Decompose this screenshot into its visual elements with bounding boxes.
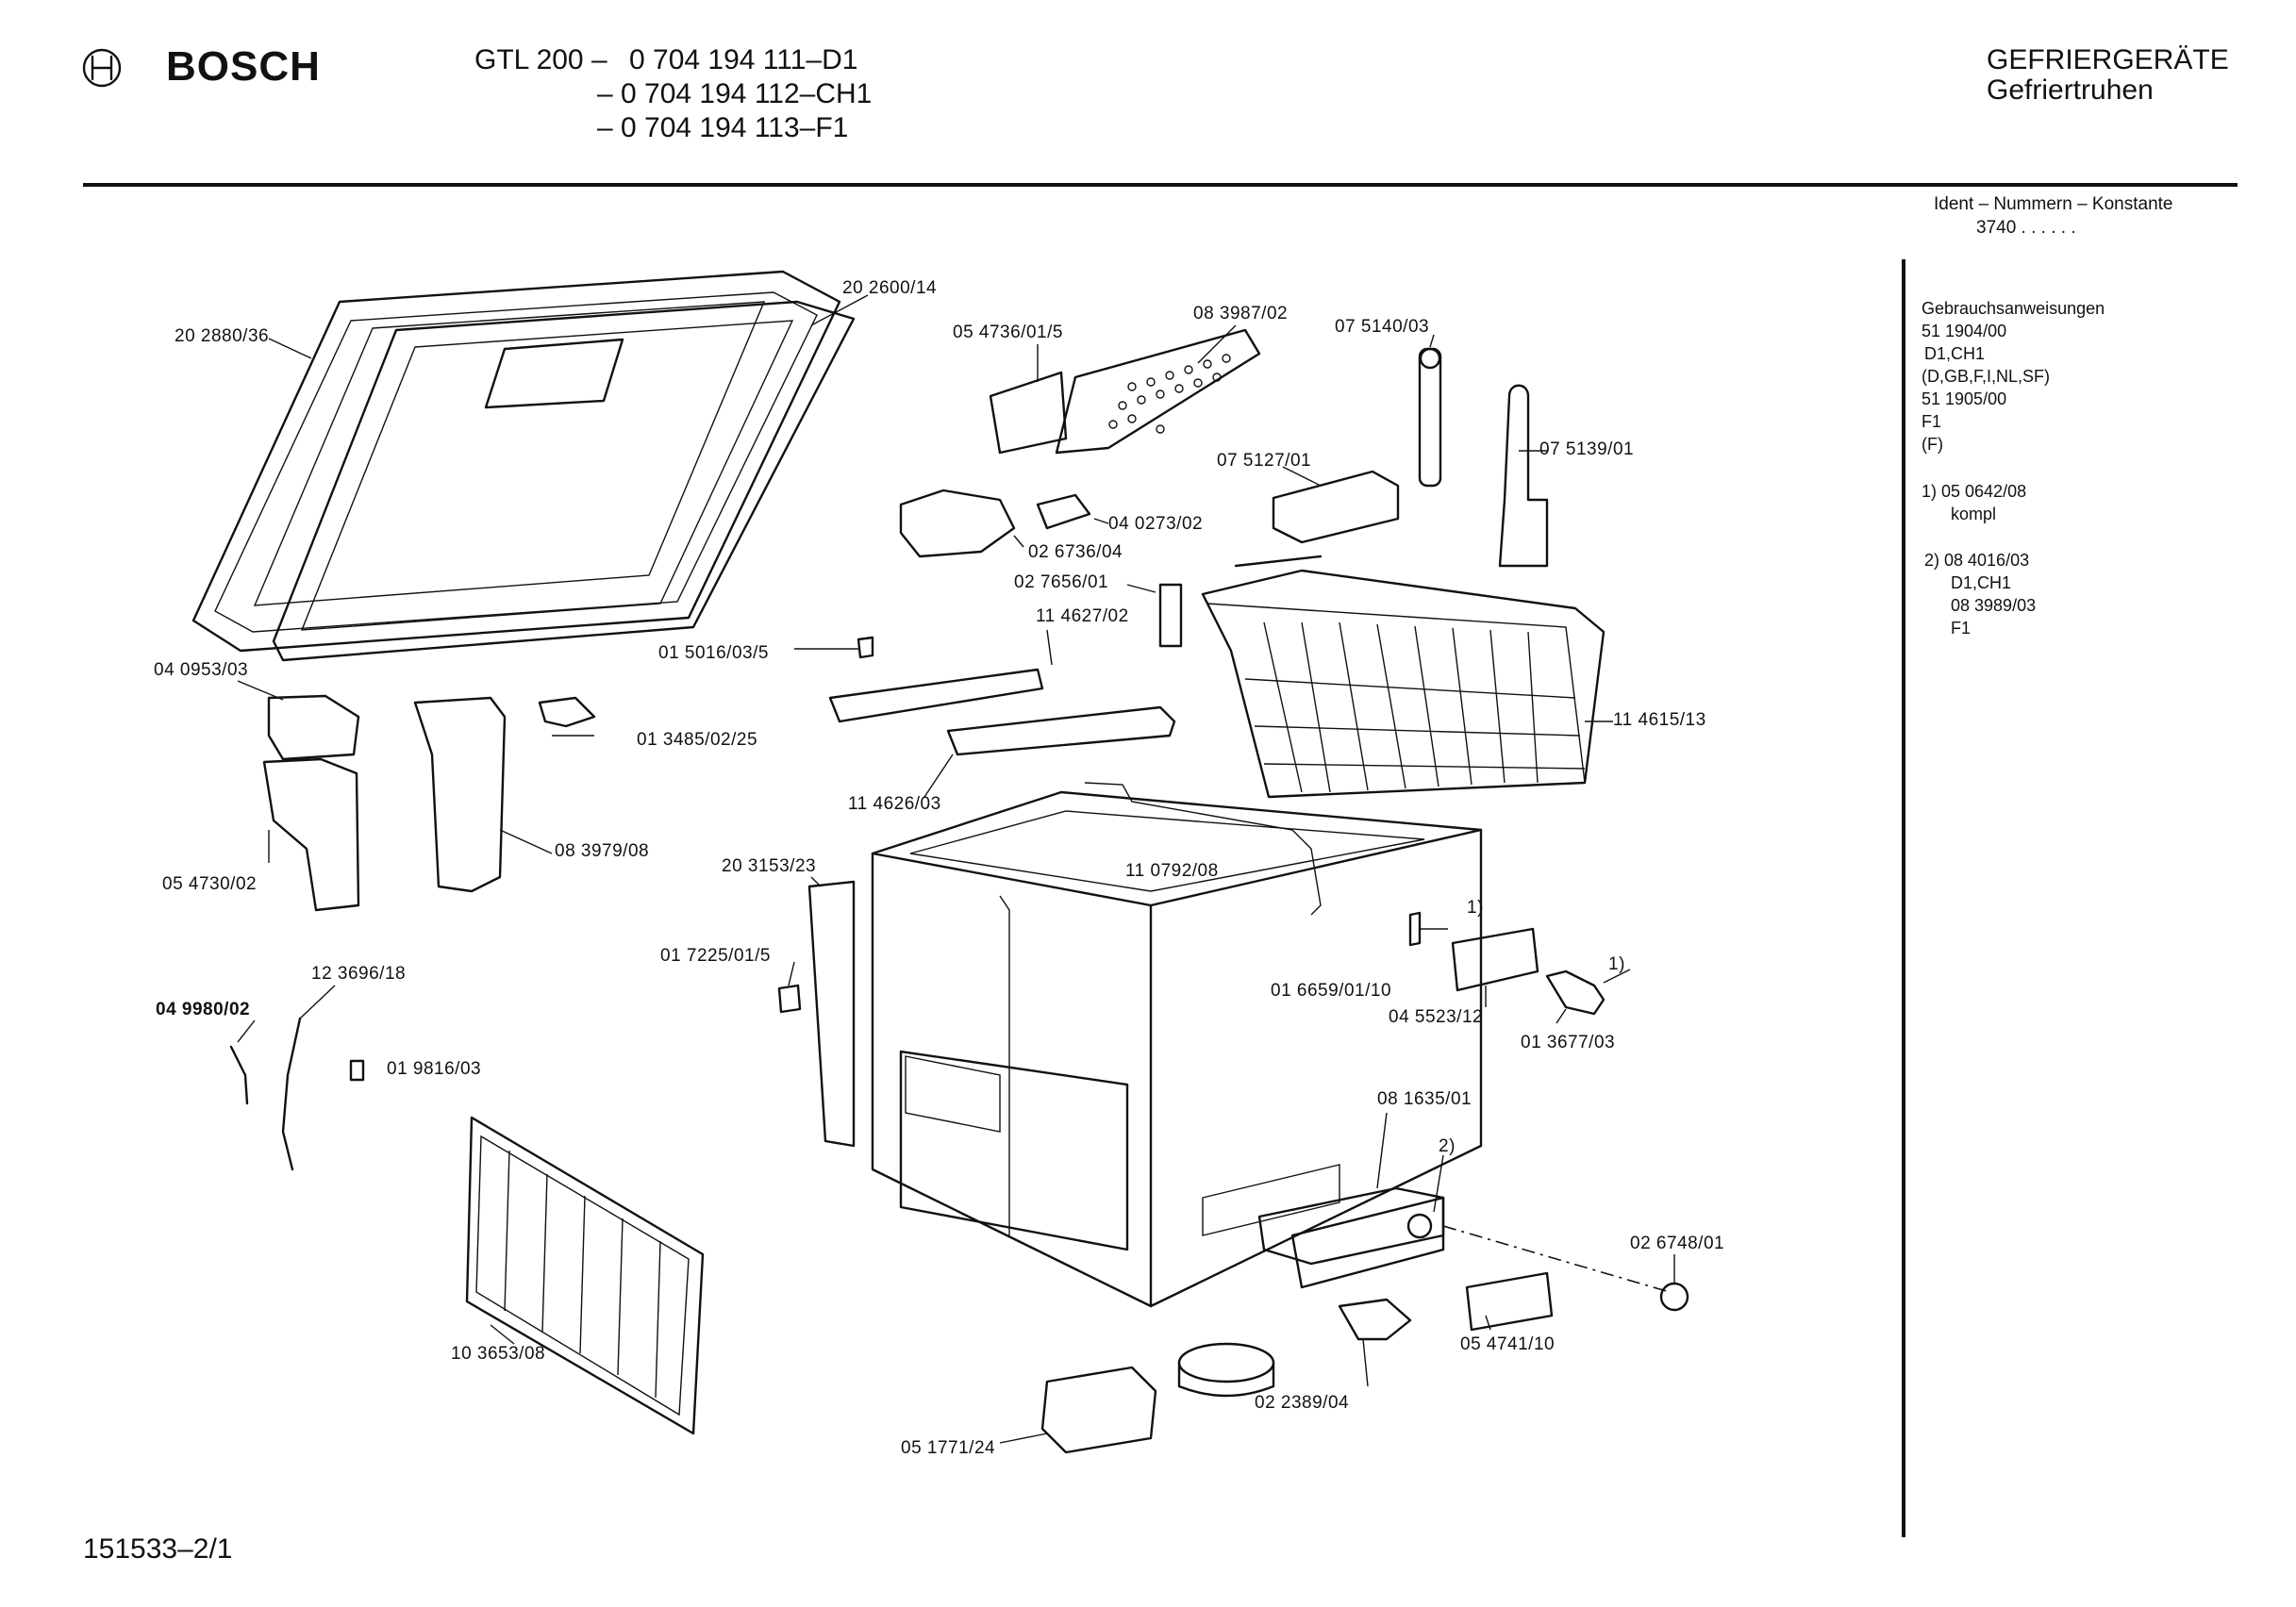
indicator-set-05-4741 <box>1465 1271 1554 1332</box>
sidebar-line: 2) 08 4016/03 <box>1924 551 2030 570</box>
part-label: 01 6659/01/10 <box>1271 981 1392 1001</box>
part-label: 07 5127/01 <box>1217 451 1312 471</box>
lid-gasket-frame <box>191 270 841 653</box>
condenser-grid <box>807 880 856 1148</box>
part-label: 11 4626/03 <box>848 794 941 814</box>
sidebar-line: kompl <box>1951 505 1997 523</box>
sidebar-line: 51 1905/00 <box>1922 389 2007 408</box>
variant-3: – 0 704 194 113–F1 <box>597 112 849 143</box>
thermometer-icon <box>1418 347 1442 488</box>
part-label: 04 0953/03 <box>154 660 249 680</box>
ice-tray-assembly <box>989 328 1261 455</box>
freezer-cabinet <box>871 782 1483 1308</box>
part-label: 04 0273/02 <box>1108 514 1204 534</box>
part-label: 05 4736/01/5 <box>953 323 1063 342</box>
vent-grille <box>465 1116 705 1435</box>
category-title: GEFRIERGERÄTE <box>1987 44 2229 75</box>
part-label: 05 1771/24 <box>901 1438 996 1458</box>
brand-logo: BOSCH <box>166 43 321 90</box>
sidebar-line: F1 <box>1951 619 1972 638</box>
part-label: 08 1635/01 <box>1377 1089 1472 1109</box>
switch-02-2389 <box>1338 1298 1412 1341</box>
sidebar-line: Gebrauchsanweisungen <box>1922 299 2105 318</box>
part-label: 04 9980/02 <box>156 1000 251 1019</box>
part-label: 20 2880/36 <box>175 326 270 346</box>
part-label: 05 4741/10 <box>1460 1334 1556 1354</box>
thermostat-block <box>899 489 1016 558</box>
divider-rail-upper <box>828 668 1044 723</box>
thermostat-housing <box>1040 1366 1157 1454</box>
pilot-lamp-01-6659 <box>1408 911 1422 947</box>
key-01-3677 <box>1545 969 1606 1016</box>
footnote-marker: 1) <box>1467 898 1484 918</box>
part-label: 07 5139/01 <box>1539 439 1635 459</box>
model-prefix: GTL 200 – <box>474 44 607 75</box>
part-label: 08 3987/02 <box>1193 304 1289 323</box>
sidebar-line: 1) 05 0642/08 <box>1922 482 2027 501</box>
footnote-marker: 2) <box>1439 1136 1456 1156</box>
part-label: 11 4627/02 <box>1036 606 1129 626</box>
indicator-knob <box>1406 1213 1433 1239</box>
ident-label: Ident – Nummern – Konstante <box>1934 194 2173 214</box>
sidebar-line: (D,GB,F,I,NL,SF) <box>1922 367 2051 386</box>
lamp-cover-04-5523 <box>1451 927 1539 992</box>
panel-frame-08-1635 <box>1257 1186 1445 1266</box>
part-label: 02 7656/01 <box>1014 572 1109 592</box>
part-label: 05 4730/02 <box>162 874 258 894</box>
part-label: 12 3696/18 <box>311 964 407 984</box>
knob-02-6748 <box>1659 1282 1689 1312</box>
wire-basket <box>1201 555 1606 799</box>
part-label: 20 3153/23 <box>722 856 817 876</box>
ident-value: 3740 . . . . . . <box>1976 218 2076 238</box>
part-label: 02 2389/04 <box>1255 1393 1350 1413</box>
part-label: 01 7225/01/5 <box>660 946 771 966</box>
hinge-cover <box>267 694 360 761</box>
part-label: 11 4615/13 <box>1613 710 1706 730</box>
part-label: 07 5140/03 <box>1335 317 1430 337</box>
clip-02-7656 <box>1158 583 1183 648</box>
bosch-logo-icon <box>82 48 122 88</box>
part-label: 08 3979/08 <box>555 841 650 861</box>
hinge-plate <box>262 757 360 912</box>
footnote-marker: 1) <box>1608 954 1625 974</box>
part-label: 01 9816/03 <box>387 1059 482 1079</box>
variant-1: 0 704 194 111–D1 <box>629 44 858 75</box>
clip-01-5016 <box>857 636 874 659</box>
part-label: 11 0792/08 <box>1125 861 1219 881</box>
bulb-01-9816 <box>349 1059 365 1082</box>
divider-rail-lower <box>946 705 1176 756</box>
hinge-bracket <box>1272 470 1400 544</box>
sidebar-line: F1 <box>1922 412 1942 431</box>
hinge-clip-small <box>538 696 596 728</box>
part-label: 01 3485/02/25 <box>637 730 758 750</box>
doc-number: 151533–2/1 <box>83 1533 233 1565</box>
subcategory-title: Gefriertruhen <box>1987 75 2154 106</box>
part-label: 02 6736/04 <box>1028 542 1123 562</box>
hinge-spring <box>413 696 507 893</box>
part-label: 02 6748/01 <box>1630 1234 1725 1253</box>
sidebar-line: 08 3989/03 <box>1951 596 2037 615</box>
fitting-01-7225 <box>777 984 802 1014</box>
part-label: 04 5523/12 <box>1389 1007 1484 1027</box>
part-label: 10 3653/08 <box>451 1344 546 1364</box>
sidebar-line: (F) <box>1922 435 1943 454</box>
panel-cover <box>1290 1196 1445 1289</box>
knob-04-0273 <box>1036 493 1091 530</box>
part-label: 01 5016/03/5 <box>658 643 769 663</box>
sensor-tube <box>281 1017 302 1171</box>
variant-2: – 0 704 194 112–CH1 <box>597 78 873 109</box>
sidebar-line: 51 1904/00 <box>1922 322 2007 340</box>
ice-scraper <box>1498 384 1549 568</box>
sidebar-line: D1,CH1 <box>1951 573 2012 592</box>
sidebar-line: D1,CH1 <box>1924 344 1986 363</box>
lid-inner-panel <box>272 300 856 662</box>
part-label: 01 3677/03 <box>1521 1033 1616 1052</box>
sensor-sleeve <box>229 1045 249 1105</box>
thermostat-dial <box>1177 1342 1275 1383</box>
leader-lines <box>237 294 1675 1444</box>
part-label: 20 2600/14 <box>842 278 938 298</box>
